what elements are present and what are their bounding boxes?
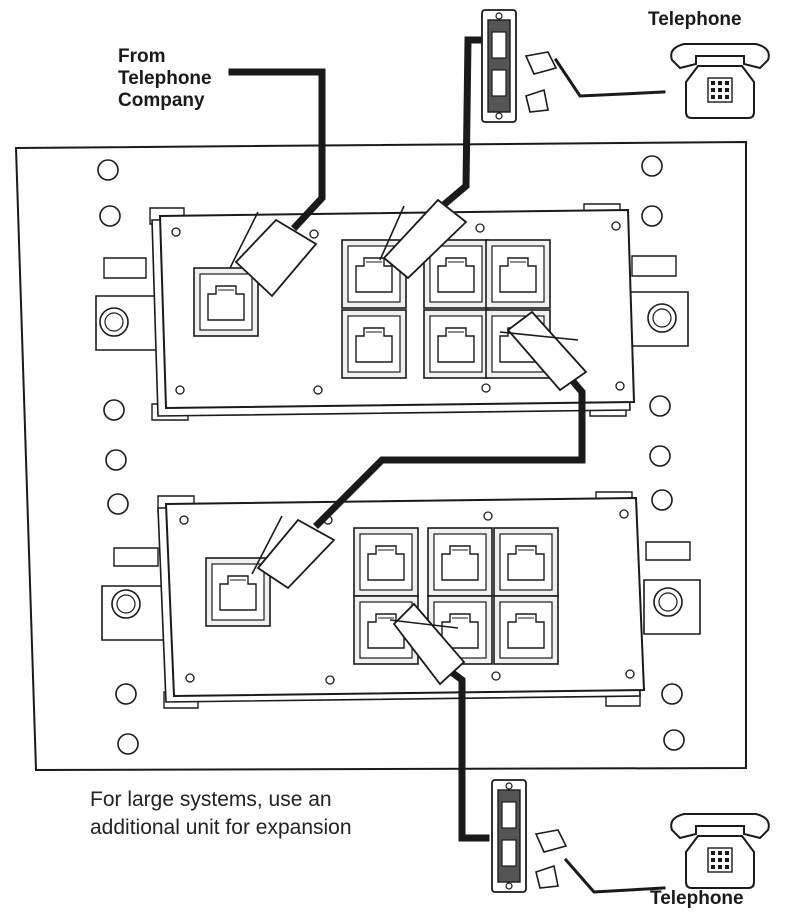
telephone-icon-bottom	[670, 813, 770, 889]
distribution-unit-top	[95, 203, 689, 421]
label-from-line1: From	[118, 46, 166, 67]
wall-jack-bottom	[491, 779, 568, 893]
mounting-holes	[97, 155, 685, 755]
label-telephone-top: Telephone	[648, 9, 742, 30]
label-from-telephone-company: From Telephone Company	[118, 46, 258, 112]
label-telephone-bottom: Telephone	[650, 888, 744, 909]
caption-line1: For large systems, use an	[90, 788, 332, 811]
expansion-caption: For large systems, use an additional uni…	[90, 786, 380, 842]
label-from-line2: Telephone	[118, 68, 212, 89]
telephone-icon-top	[670, 43, 770, 119]
wall-jack-top	[481, 9, 558, 123]
rj-plugs	[229, 198, 588, 686]
telephone-wires	[228, 36, 666, 894]
label-from-line3: Company	[118, 90, 205, 111]
caption-line2: additional unit for expansion	[90, 816, 352, 839]
distribution-unit-bottom	[101, 491, 701, 709]
